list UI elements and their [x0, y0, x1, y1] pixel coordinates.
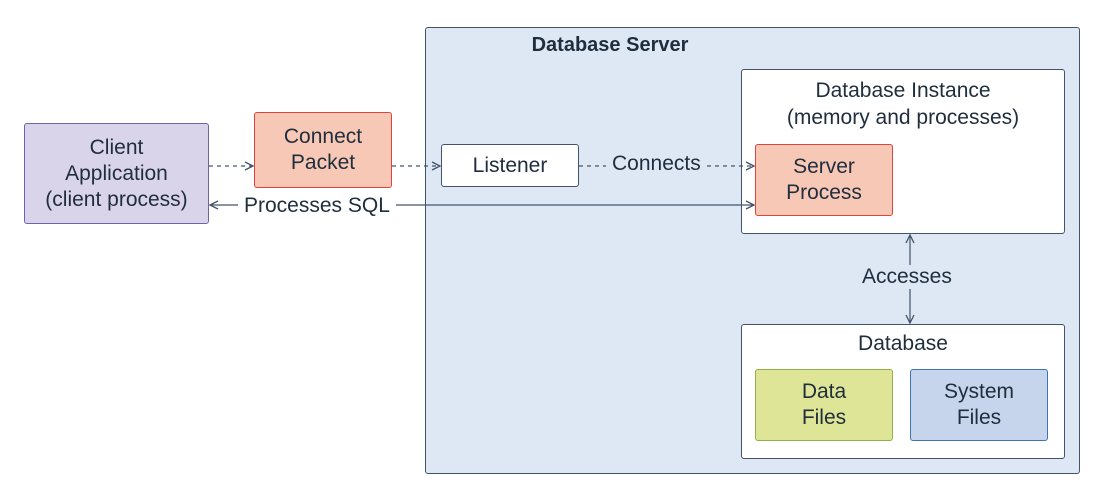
listener-node: Listener [441, 144, 579, 187]
connect-packet-node: Connect Packet [254, 112, 392, 188]
edge-label-connects: Connects [606, 152, 707, 176]
database-server-title: Database Server [531, 34, 689, 56]
edge-label-accesses: Accesses [856, 265, 958, 289]
sysfiles-line1: System [943, 380, 1014, 403]
packet-line1: Connect [283, 125, 363, 148]
packet-line2: Packet [290, 151, 356, 174]
instance-title-line2: (memory and processes) [786, 106, 1020, 129]
process-line2: Process [786, 181, 862, 204]
system-files-node: System Files [910, 369, 1048, 441]
listener-label: Listener [472, 153, 548, 177]
data-files-node: Data Files [755, 369, 893, 441]
edge-label-processes-sql: Processes SQL [238, 194, 396, 218]
process-line1: Server [793, 155, 855, 178]
client-line1: Client [89, 135, 144, 159]
datafiles-line1: Data [801, 380, 847, 403]
instance-title-line1: Database Instance [815, 79, 991, 102]
database-title: Database [858, 332, 948, 355]
sysfiles-line2: Files [956, 406, 1002, 429]
client-line3: (client process) [45, 187, 188, 211]
client-application-node: Client Application (client process) [24, 123, 209, 224]
database-instance-title: Database Instance (memory and processes) [741, 77, 1065, 131]
server-process-node: Server Process [755, 144, 893, 216]
datafiles-line2: Files [801, 406, 847, 429]
client-line2: Application [65, 161, 168, 185]
